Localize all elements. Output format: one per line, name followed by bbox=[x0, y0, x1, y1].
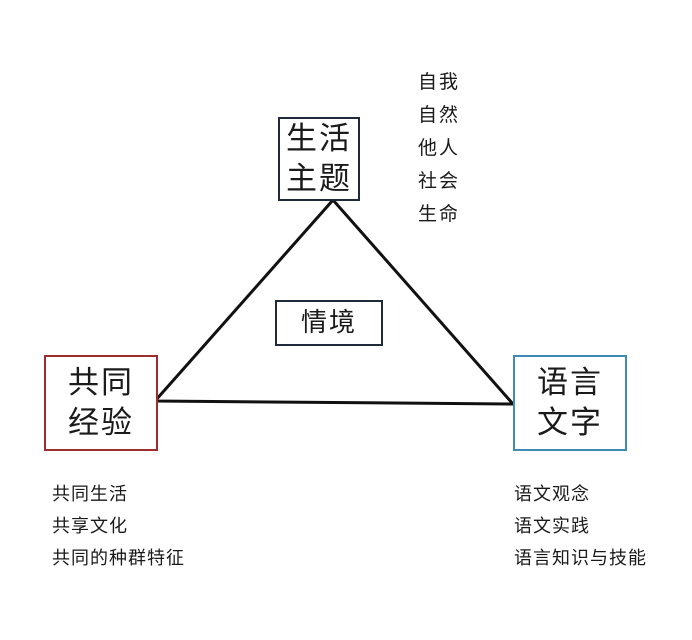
list-item: 共同生活 bbox=[52, 484, 128, 505]
life-theme-list: 自我 自然 他人 社会 生命 bbox=[418, 66, 460, 231]
node-life-theme: 生活 主题 bbox=[278, 117, 360, 201]
node-language-text: 语言 文字 bbox=[513, 355, 627, 451]
list-item: 共享文化 bbox=[52, 516, 128, 537]
node-context-label: 情境 bbox=[300, 308, 357, 338]
list-item: 社会 bbox=[418, 170, 461, 192]
language-text-list: 语文观念 语文实践 语言知识与技能 bbox=[514, 479, 664, 575]
node-shared-experience: 共同 经验 bbox=[44, 355, 158, 451]
list-item: 他人 bbox=[418, 137, 461, 159]
node-life-theme-label: 生活 主题 bbox=[286, 121, 352, 197]
triangle bbox=[153, 198, 515, 406]
list-item: 语文实践 bbox=[514, 516, 590, 537]
node-language-text-label: 语言 文字 bbox=[537, 365, 603, 441]
list-item: 共同的种群特征 bbox=[52, 548, 185, 569]
list-item: 语文观念 bbox=[514, 484, 590, 505]
node-context: 情境 bbox=[275, 300, 383, 346]
list-item: 自然 bbox=[418, 104, 461, 126]
shared-experience-list: 共同生活 共享文化 共同的种群特征 bbox=[52, 479, 197, 575]
list-item: 生命 bbox=[418, 203, 461, 225]
node-shared-experience-label: 共同 经验 bbox=[68, 365, 134, 441]
list-item: 语言知识与技能 bbox=[514, 548, 647, 569]
list-item: 自我 bbox=[418, 71, 461, 93]
